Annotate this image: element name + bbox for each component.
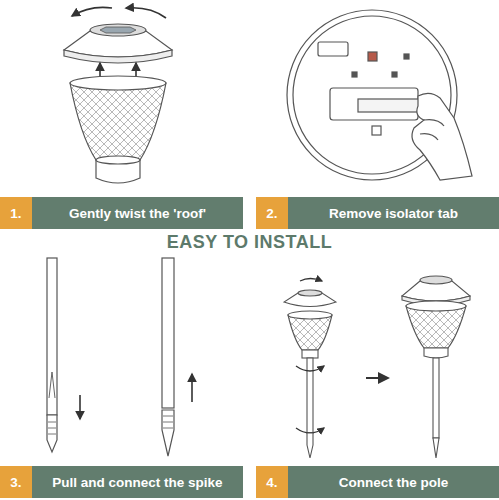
step-number-text: 4. — [266, 475, 277, 490]
page-title: EASY TO INSTALL — [0, 232, 499, 253]
step-caption-text: Connect the pole — [339, 475, 449, 490]
lamp-underside-part — [404, 54, 409, 59]
lamp-underside-part — [318, 42, 348, 56]
exploded-lamp-part — [298, 290, 322, 296]
step-caption-band: Pull and connect the spike 3. — [0, 466, 243, 498]
hand — [412, 93, 472, 180]
pole-and-spike — [47, 258, 192, 456]
pole-and-spike-part — [47, 258, 57, 415]
pole-and-spike-part — [162, 410, 174, 456]
lamp-roof-and-body-part — [126, 8, 166, 18]
assembled-lamp — [402, 276, 470, 458]
pole-and-spike-part — [49, 372, 55, 398]
lamp-roof-and-body-part — [90, 24, 146, 36]
exploded-lamp-part — [296, 366, 324, 371]
lamp-roof-and-body-part — [64, 50, 172, 63]
exploded-lamp — [284, 279, 388, 459]
exploded-lamp-part — [296, 428, 324, 433]
lamp-roof-and-body-part — [99, 63, 101, 77]
step-caption-band: Remove isolator tab 2. — [256, 197, 499, 229]
step-caption-band: Gently twist the 'roof' 1. — [0, 197, 243, 229]
lamp-underside-part — [352, 72, 357, 77]
lamp-roof-and-body-part — [72, 7, 112, 16]
exploded-lamp-part — [307, 433, 313, 458]
step-number: 4. — [256, 466, 288, 498]
assembled-lamp-part — [433, 358, 439, 438]
pole-and-spike-part — [48, 434, 56, 435]
exploded-lamp-part — [307, 358, 313, 433]
lamp-underside-part — [392, 72, 397, 77]
step-caption-text: Gently twist the 'roof' — [69, 206, 206, 221]
lamp-underside-part — [368, 52, 377, 61]
lamp-roof-and-body — [64, 7, 172, 183]
pole-and-spike-part — [79, 395, 81, 419]
step-number-text: 1. — [10, 206, 21, 221]
pole-and-spike-part — [163, 428, 173, 429]
step-caption-text: Pull and connect the spike — [52, 475, 222, 490]
exploded-lamp-part — [288, 315, 332, 350]
assembled-lamp-part — [406, 301, 466, 311]
hand-part — [424, 120, 444, 126]
lamp-roof-and-body-part — [96, 156, 140, 164]
pole-and-spike-part — [48, 422, 56, 423]
assembled-lamp-part — [433, 438, 439, 458]
step-number: 1. — [0, 197, 32, 229]
assembled-lamp-part — [424, 348, 448, 358]
hand-part — [412, 93, 472, 180]
pole-and-spike-part — [191, 374, 193, 402]
hand-part — [420, 134, 438, 140]
step-number: 2. — [256, 197, 288, 229]
lamp-underside-part — [372, 126, 381, 135]
exploded-lamp-part — [300, 279, 322, 282]
step-number: 3. — [0, 466, 32, 498]
lamp-roof-and-body-part — [100, 27, 136, 33]
exploded-lamp-part — [288, 311, 332, 319]
exploded-lamp-part — [302, 350, 318, 358]
step-caption-band: Connect the pole 4. — [256, 466, 499, 498]
pole-and-spike-part — [48, 428, 56, 429]
step-number-text: 2. — [266, 206, 277, 221]
step-caption-text: Remove isolator tab — [329, 206, 458, 221]
step-number-text: 3. — [10, 475, 21, 490]
pole-and-spike-part — [47, 415, 57, 452]
pole-and-spike-part — [162, 258, 174, 408]
lamp-roof-and-body-part — [135, 63, 137, 77]
pole-and-spike-part — [163, 422, 173, 423]
assembled-lamp-part — [406, 306, 466, 348]
exploded-lamp-part — [366, 377, 388, 379]
pole-and-spike-part — [163, 416, 173, 417]
assembled-lamp-part — [420, 276, 452, 284]
lamp-roof-and-body-part — [70, 83, 166, 160]
lamp-roof-and-body-part — [70, 76, 166, 90]
